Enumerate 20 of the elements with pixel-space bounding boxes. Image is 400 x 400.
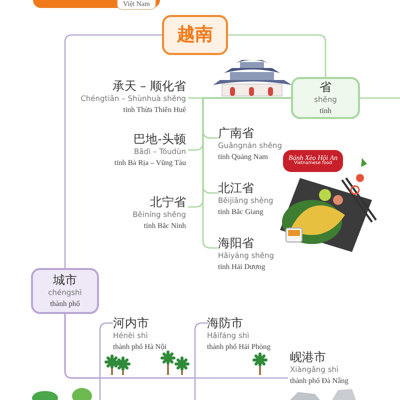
chinese-term: 越南: [177, 24, 213, 46]
category-box: [291, 77, 360, 119]
chinese-term: 北江省: [218, 181, 254, 196]
chinese-term: 承天 – 顺化省: [112, 79, 186, 94]
chinese-term: 北宁省: [150, 195, 186, 210]
connector-line: [64, 314, 288, 379]
chinese-term: 海阳省: [218, 236, 254, 251]
chinese-term: 广南省: [218, 126, 254, 141]
connector-line: [228, 34, 326, 77]
chinese-term: 巴地-头顿: [134, 132, 186, 147]
connector-line: [202, 97, 291, 249]
chinese-term: 城市: [53, 272, 77, 288]
chinese-term: 河内市: [113, 316, 149, 331]
chinese-term: 海防市: [207, 316, 243, 331]
title-box: [162, 15, 228, 55]
chinese-term: 岘港市: [290, 350, 326, 365]
connector-line: [64, 34, 162, 268]
connector-line: [360, 97, 400, 99]
category-box: [31, 268, 99, 314]
chinese-term: 省: [320, 80, 332, 95]
